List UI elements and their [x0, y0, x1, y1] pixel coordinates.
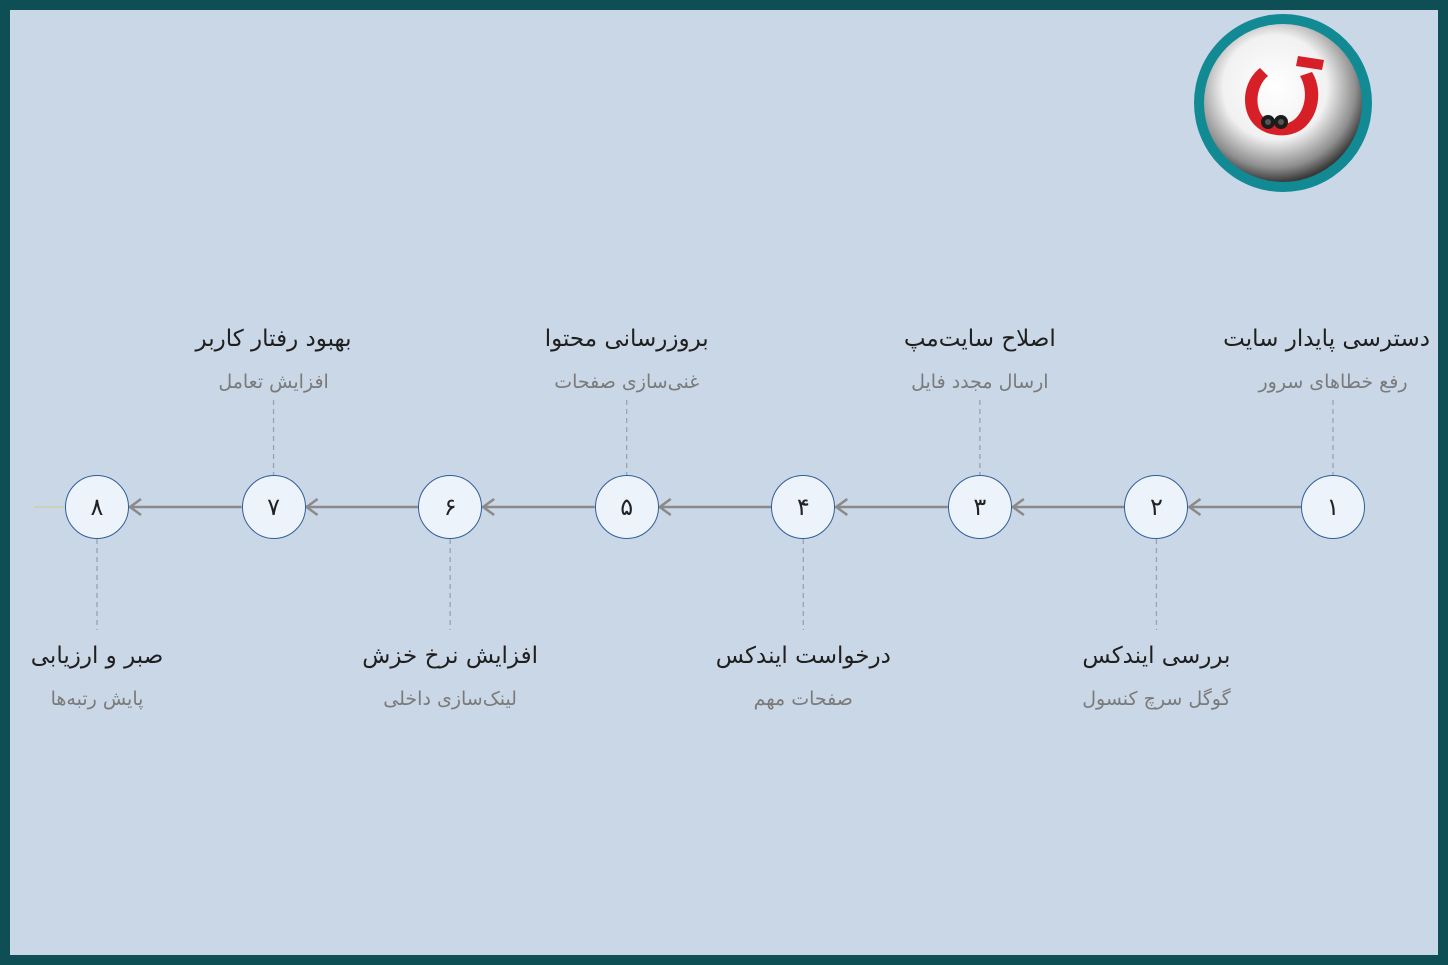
arrowhead-icon	[657, 497, 672, 517]
step-title: افزایش نرخ خزش	[362, 643, 539, 669]
arrowhead-icon	[481, 497, 495, 517]
step-title: بهبود رفتار کاربر	[195, 326, 352, 352]
arrowhead-icon	[304, 497, 319, 517]
arrowhead-icon	[1187, 497, 1202, 517]
step-title: دسترسی پایدار سایت	[1223, 326, 1430, 352]
step-title: صبر و ارزیابی	[30, 643, 164, 669]
step-subtitle: لینک‌سازی داخلی	[383, 688, 517, 710]
arrowhead-icon	[1010, 497, 1025, 517]
step-subtitle: غنی‌سازی صفحات	[554, 371, 700, 393]
step-title: درخواست ایندکس	[715, 643, 891, 669]
step-node-2: ۲	[1124, 475, 1189, 539]
step-node-5: ۵	[594, 475, 659, 539]
step-title: بررسی ایندکس	[1082, 643, 1231, 669]
step-subtitle: رفع خطاهای سرور	[1258, 371, 1408, 393]
step-subtitle: گوگل سرچ کنسول	[1082, 688, 1231, 710]
logo	[1194, 14, 1372, 192]
step-node-4: ۴	[771, 475, 836, 539]
step-node-7: ۷	[241, 475, 306, 539]
step-node-6: ۶	[418, 475, 483, 539]
step-title: بروزرسانی محتوا	[544, 326, 709, 352]
step-subtitle: صفحات مهم	[753, 688, 853, 710]
step-subtitle: افزایش تعامل	[218, 371, 329, 393]
step-title: اصلاح سایت‌مپ	[903, 326, 1056, 352]
red-u-logo-icon	[1245, 56, 1324, 136]
step-node-1: ۱	[1301, 475, 1365, 539]
step-subtitle: ارسال مجدد فایل	[911, 371, 1049, 393]
step-node-3: ۳	[947, 475, 1012, 539]
arrowhead-icon	[127, 497, 142, 517]
step-subtitle: پایش رتبه‌ها	[50, 688, 144, 710]
step-node-8: ۸	[65, 475, 129, 539]
arrowhead-icon	[834, 497, 849, 517]
diagram-background	[10, 10, 1438, 955]
